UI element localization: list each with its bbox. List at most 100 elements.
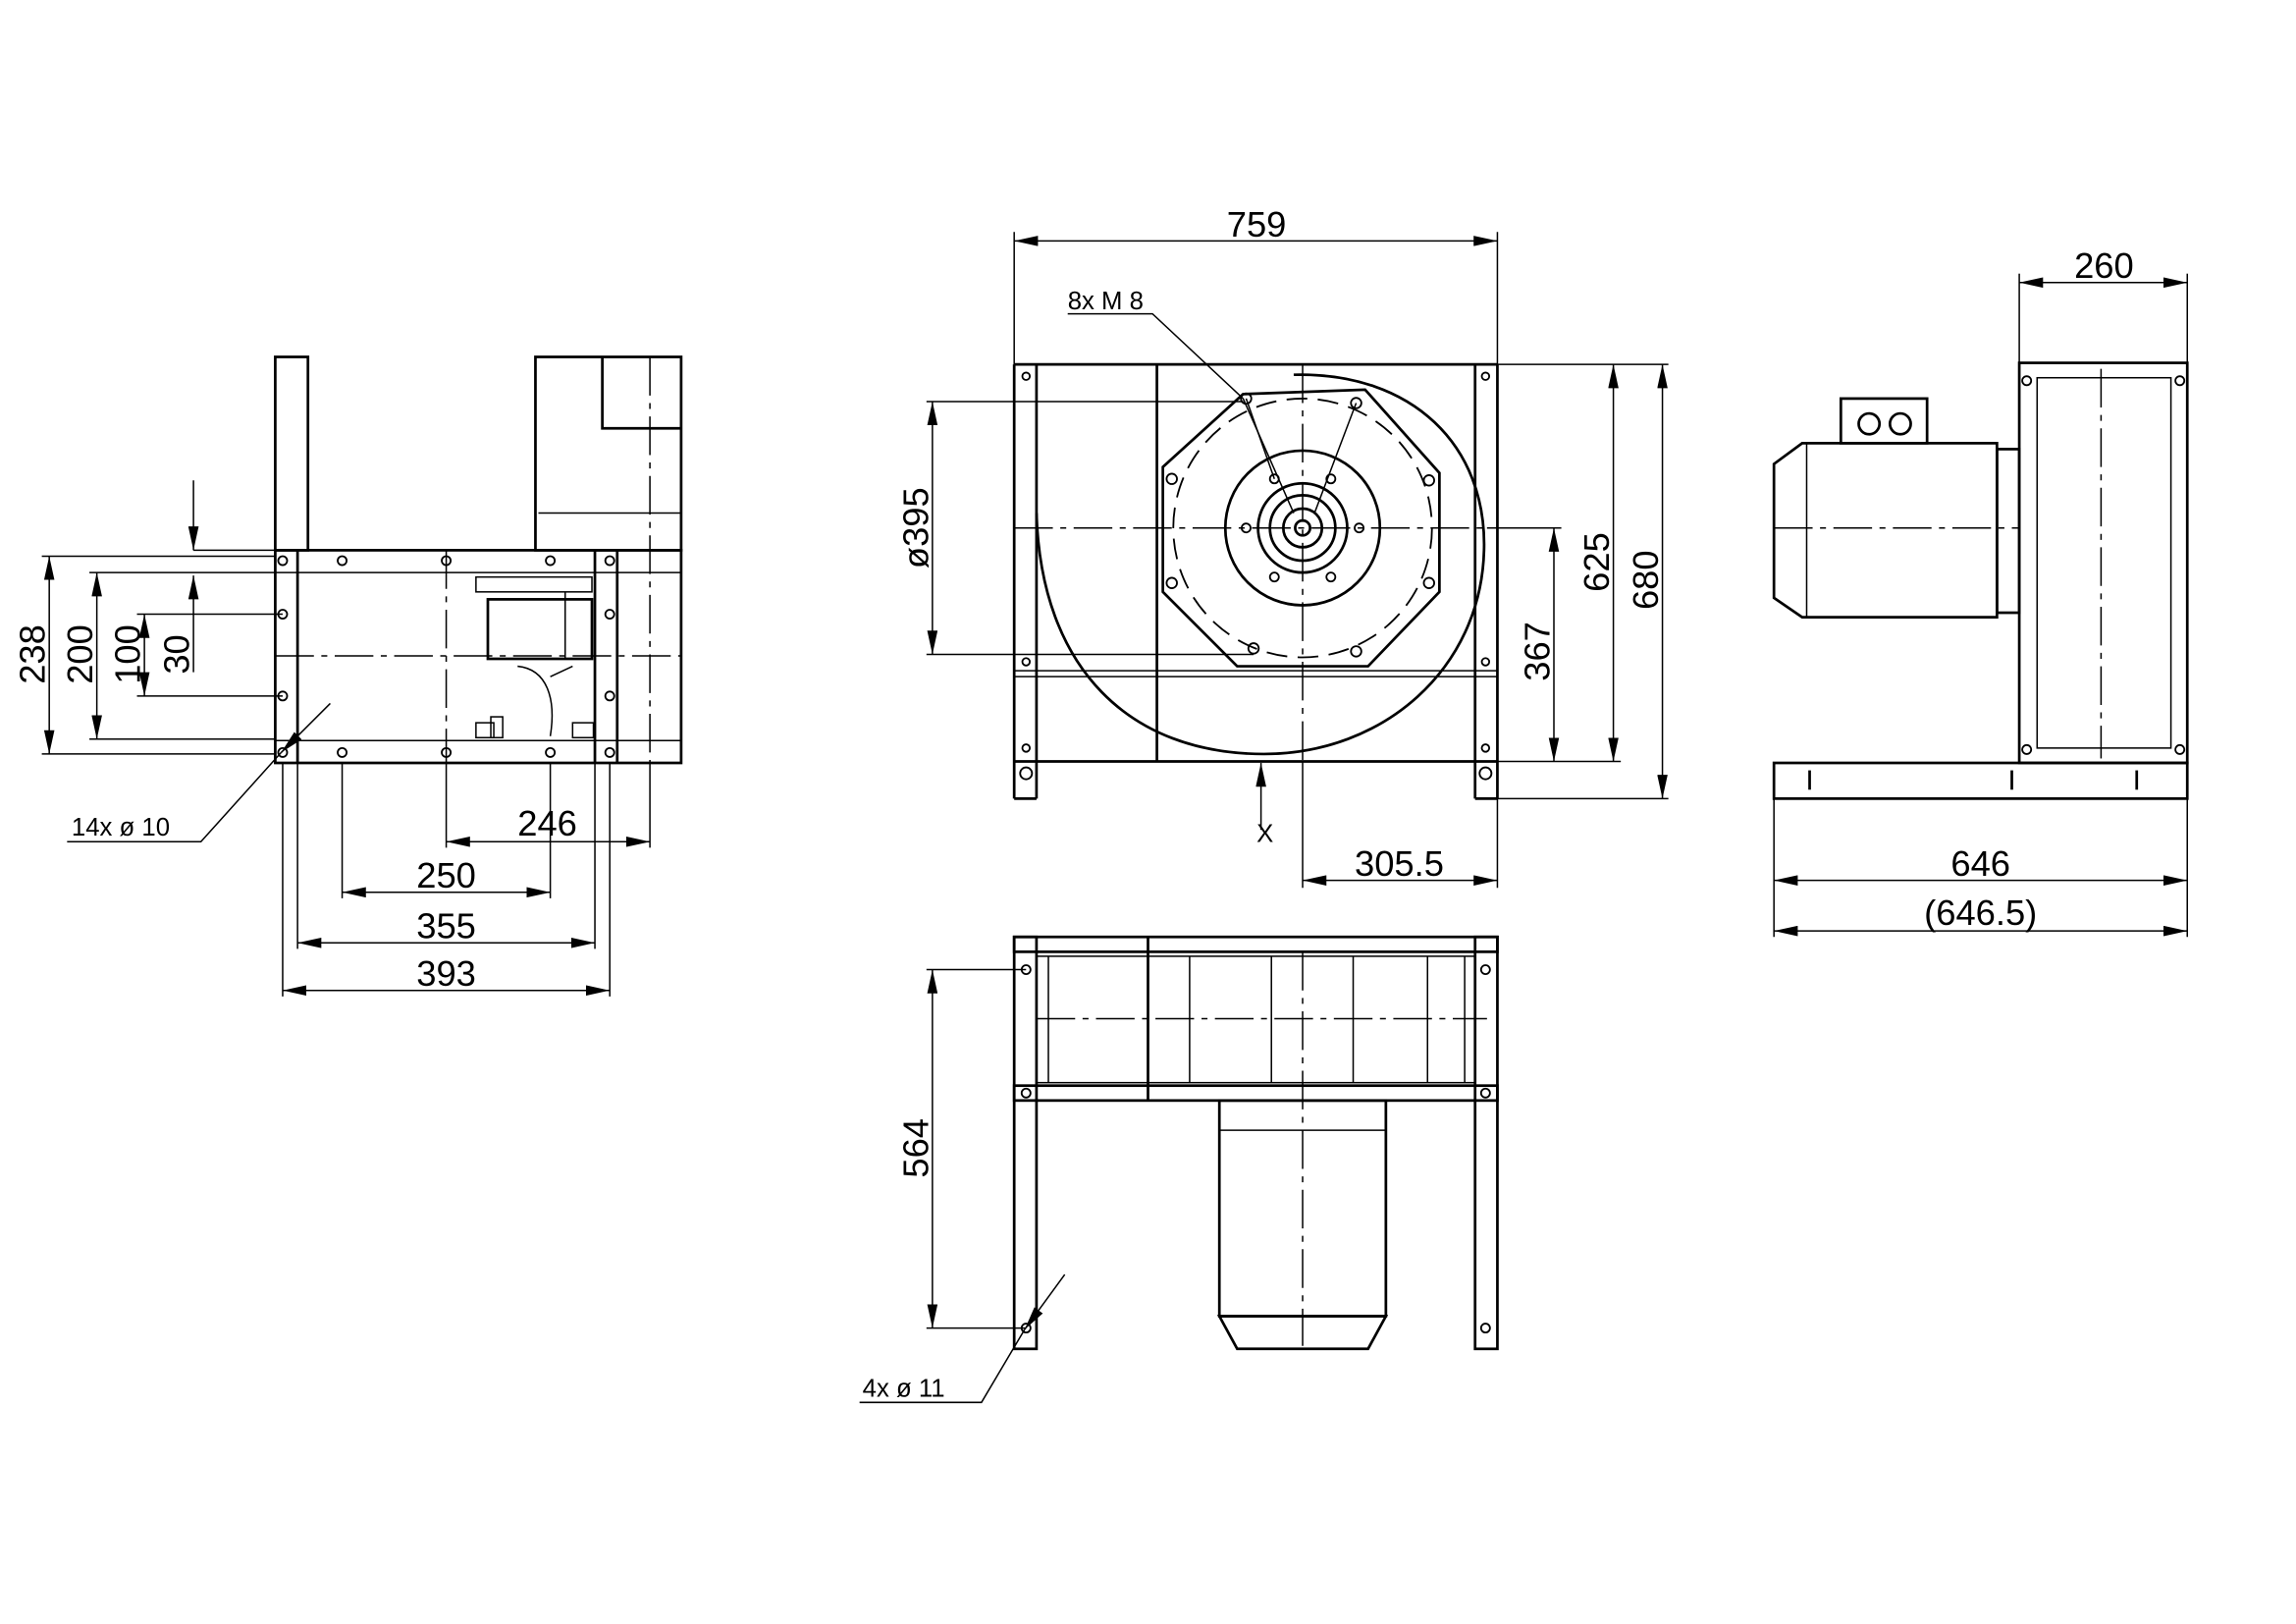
motor-housing xyxy=(534,355,683,552)
dim-238: 238 xyxy=(13,624,53,684)
dim-355: 355 xyxy=(416,906,476,947)
mounting-holes xyxy=(277,555,615,758)
fan-housing-inner xyxy=(2036,376,2172,749)
support-post xyxy=(274,355,310,552)
bracket-right xyxy=(571,722,595,739)
hole xyxy=(1480,371,1491,381)
hole xyxy=(1479,1087,1491,1099)
inlet-octagon xyxy=(1161,388,1441,668)
inlet-line xyxy=(550,665,573,677)
inlet-curve xyxy=(517,665,554,736)
dim-680: 680 xyxy=(1626,550,1666,610)
hole xyxy=(1480,657,1491,667)
dim-305-5: 305.5 xyxy=(1355,843,1444,884)
dim-759: 759 xyxy=(1227,204,1287,244)
impeller xyxy=(486,598,594,661)
terminal-box xyxy=(1839,397,1929,445)
hole xyxy=(604,746,615,758)
holes-leader-arrow xyxy=(280,702,331,753)
hole xyxy=(2021,743,2033,755)
dim-625: 625 xyxy=(1576,532,1617,592)
motor-body xyxy=(1772,442,1999,619)
fan-housing xyxy=(2017,361,2189,765)
front-view: 759 8x M 8 ø395 367 625 680 xyxy=(895,204,1669,889)
base-frame xyxy=(1772,761,2189,800)
hole xyxy=(604,555,615,567)
impeller-top xyxy=(475,575,593,593)
hole xyxy=(1350,645,1362,658)
dim-246: 246 xyxy=(517,803,577,843)
hole xyxy=(1422,474,1435,487)
motor-side-view: 260 646 (646.5) xyxy=(1772,245,2189,938)
dim-393: 393 xyxy=(416,953,476,994)
frame-holes xyxy=(1021,371,1491,753)
hole xyxy=(1268,571,1280,583)
hole xyxy=(441,746,453,758)
hole xyxy=(1325,473,1337,485)
hole xyxy=(1021,371,1031,381)
dim-646: 646 xyxy=(1950,843,2010,884)
dim-260: 260 xyxy=(2074,245,2134,286)
leg-left xyxy=(1012,935,1039,1351)
hole xyxy=(1021,743,1031,753)
holes-note: 14x ø 10 xyxy=(72,814,170,841)
bracket-left xyxy=(475,722,495,739)
bolts-note: 8x M 8 xyxy=(1068,288,1144,315)
hole xyxy=(545,555,557,567)
hole xyxy=(2174,375,2186,387)
motor-side-dimensions: 260 646 (646.5) xyxy=(1773,245,2188,938)
dim-395: ø395 xyxy=(895,487,935,568)
hole xyxy=(1165,576,1178,589)
octagon-holes xyxy=(1165,392,1435,658)
top-bar xyxy=(1012,935,1499,953)
view-marker: X xyxy=(1256,820,1273,847)
motor-terminal-step xyxy=(601,356,681,430)
top-view: 564 4x ø 11 xyxy=(859,935,1499,1404)
hole xyxy=(1021,657,1031,667)
holes-leader xyxy=(859,1328,1026,1404)
holes-note: 4x ø 11 xyxy=(863,1375,945,1402)
hole xyxy=(1479,964,1491,976)
hole xyxy=(2021,375,2033,387)
hole xyxy=(604,690,615,702)
top-view-holes xyxy=(1020,964,1491,1334)
dim-30: 30 xyxy=(157,634,197,674)
hole xyxy=(277,555,289,567)
hole xyxy=(1422,576,1435,589)
hole xyxy=(1325,571,1337,583)
cable-gland xyxy=(1857,411,1882,436)
side-view: 238 200 100 30 14x ø 10 246 250 xyxy=(13,355,683,997)
bracket-mid xyxy=(490,716,504,739)
hole xyxy=(1165,472,1178,485)
hole xyxy=(1350,397,1362,409)
hole xyxy=(2174,743,2186,755)
hole xyxy=(277,746,289,758)
hub-holes xyxy=(1241,473,1365,583)
bolts-leader xyxy=(1067,312,1244,400)
dim-250: 250 xyxy=(416,855,476,895)
dim-564: 564 xyxy=(895,1118,935,1178)
dim-200: 200 xyxy=(60,624,100,684)
hole xyxy=(337,746,348,758)
hole xyxy=(1020,1087,1032,1099)
motor-flange xyxy=(1996,448,2021,615)
leg-right xyxy=(1473,935,1499,1351)
hole xyxy=(337,555,348,567)
cable-gland xyxy=(1888,411,1912,436)
bolts-leader-ray xyxy=(1313,403,1358,514)
foot-hole xyxy=(1478,766,1493,781)
dim-646-5: (646.5) xyxy=(1924,893,2037,933)
hole xyxy=(1479,1323,1491,1334)
motor-fan-cover xyxy=(1216,1315,1389,1351)
holes-leader xyxy=(67,751,283,843)
hole xyxy=(1480,743,1491,753)
hole xyxy=(545,746,557,758)
bolts-leader-ray xyxy=(1242,398,1295,514)
side-view-dimensions: 238 200 100 30 14x ø 10 246 250 xyxy=(13,480,651,997)
hole xyxy=(441,555,453,567)
middle-bar xyxy=(1012,1084,1499,1103)
front-view-dimensions: 759 8x M 8 ø395 367 625 680 xyxy=(895,204,1669,889)
hole xyxy=(604,609,615,621)
dim-100: 100 xyxy=(108,624,148,684)
